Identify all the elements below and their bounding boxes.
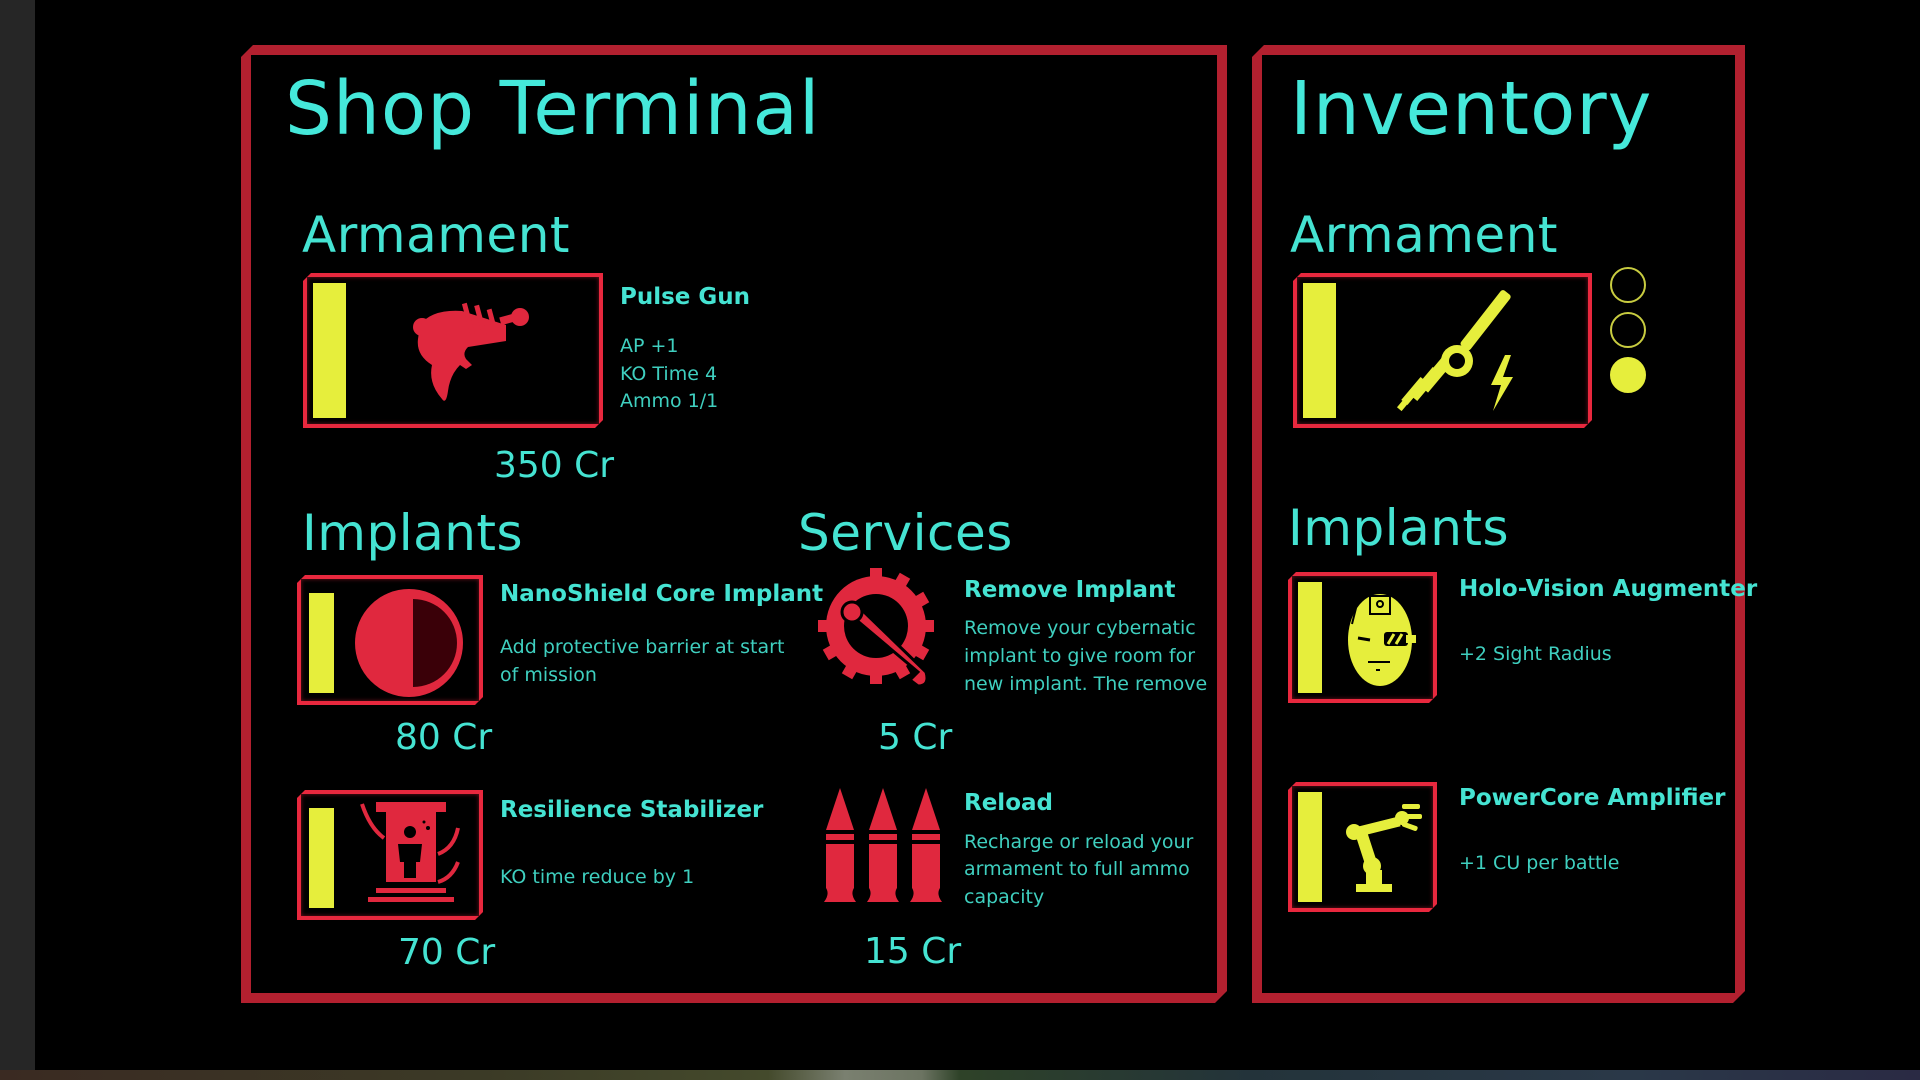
bottom-gradient-bar [0, 1070, 1920, 1080]
remove-implant-desc-line-3: new implant. The remove [964, 673, 1208, 695]
reload-desc-line-3: capacity [964, 886, 1045, 908]
remove-implant-name: Remove Implant [964, 577, 1176, 603]
nanoshield-price: 80 Cr [395, 717, 493, 758]
ammo-slot-2 [1610, 312, 1646, 348]
resilience-stabilizer-price: 70 Cr [398, 932, 496, 973]
nanoshield-name: NanoShield Core Implant [500, 581, 824, 607]
left-edge-strip [0, 0, 35, 1070]
remove-implant-desc-line-1: Remove your cybernatic [964, 617, 1196, 639]
shop-title: Shop Terminal [285, 66, 821, 152]
slot-indicator-bar [1298, 792, 1322, 902]
holo-vision-desc: +2 Sight Radius [1459, 643, 1612, 665]
stasis-pod-icon [346, 798, 476, 916]
holo-vision-card[interactable] [1288, 572, 1437, 703]
robot-arm-icon [1344, 800, 1424, 900]
ray-gun-icon [402, 295, 542, 410]
holo-vision-name: Holo-Vision Augmenter [1459, 576, 1758, 602]
pulse-gun-stat-ap: AP +1 [620, 335, 679, 357]
nanoshield-card[interactable] [297, 575, 483, 705]
ammo-slot-3-filled [1610, 357, 1646, 393]
pulse-gun-name: Pulse Gun [620, 284, 751, 310]
electric-wrench-icon [1387, 281, 1537, 423]
shop-services-heading: Services [798, 504, 1013, 562]
powercore-card[interactable] [1288, 782, 1437, 912]
slot-indicator-bar [1303, 283, 1336, 418]
reload-name: Reload [964, 790, 1053, 816]
ammo-slot-1 [1610, 267, 1646, 303]
pulse-gun-price: 350 Cr [494, 445, 615, 486]
gear-wrench-icon[interactable] [818, 568, 948, 698]
pulse-gun-stat-ko-time: KO Time 4 [620, 363, 718, 385]
slot-indicator-bar [1298, 582, 1322, 693]
resilience-stabilizer-card[interactable] [297, 790, 483, 920]
cyborg-face-icon [1344, 588, 1424, 692]
resilience-stabilizer-name: Resilience Stabilizer [500, 797, 764, 823]
shop-armament-heading: Armament [302, 206, 570, 264]
pulse-gun-card[interactable] [303, 273, 603, 428]
powercore-desc: +1 CU per battle [1459, 852, 1620, 874]
remove-implant-desc-line-2: implant to give room for [964, 645, 1196, 667]
reload-desc-line-2: armament to full ammo [964, 858, 1190, 880]
inventory-armament-card[interactable] [1293, 273, 1592, 428]
slot-indicator-bar [309, 593, 334, 693]
nanoshield-desc-line-1: Add protective barrier at start [500, 636, 785, 658]
slot-indicator-bar [313, 283, 346, 418]
inventory-title: Inventory [1290, 66, 1653, 152]
resilience-stabilizer-desc: KO time reduce by 1 [500, 866, 695, 888]
inventory-armament-heading: Armament [1290, 206, 1558, 264]
slot-indicator-bar [309, 808, 334, 908]
reload-desc-line-1: Recharge or reload your [964, 831, 1194, 853]
shop-implants-heading: Implants [302, 504, 524, 562]
bullets-icon[interactable] [822, 788, 948, 908]
reload-price: 15 Cr [864, 931, 962, 972]
inventory-implants-heading: Implants [1288, 499, 1510, 557]
powercore-name: PowerCore Amplifier [1459, 785, 1726, 811]
pulse-gun-stat-ammo: Ammo 1/1 [620, 390, 719, 412]
nanoshield-desc-line-2: of mission [500, 664, 597, 686]
remove-implant-price: 5 Cr [878, 717, 953, 758]
half-shield-icon [351, 587, 467, 699]
